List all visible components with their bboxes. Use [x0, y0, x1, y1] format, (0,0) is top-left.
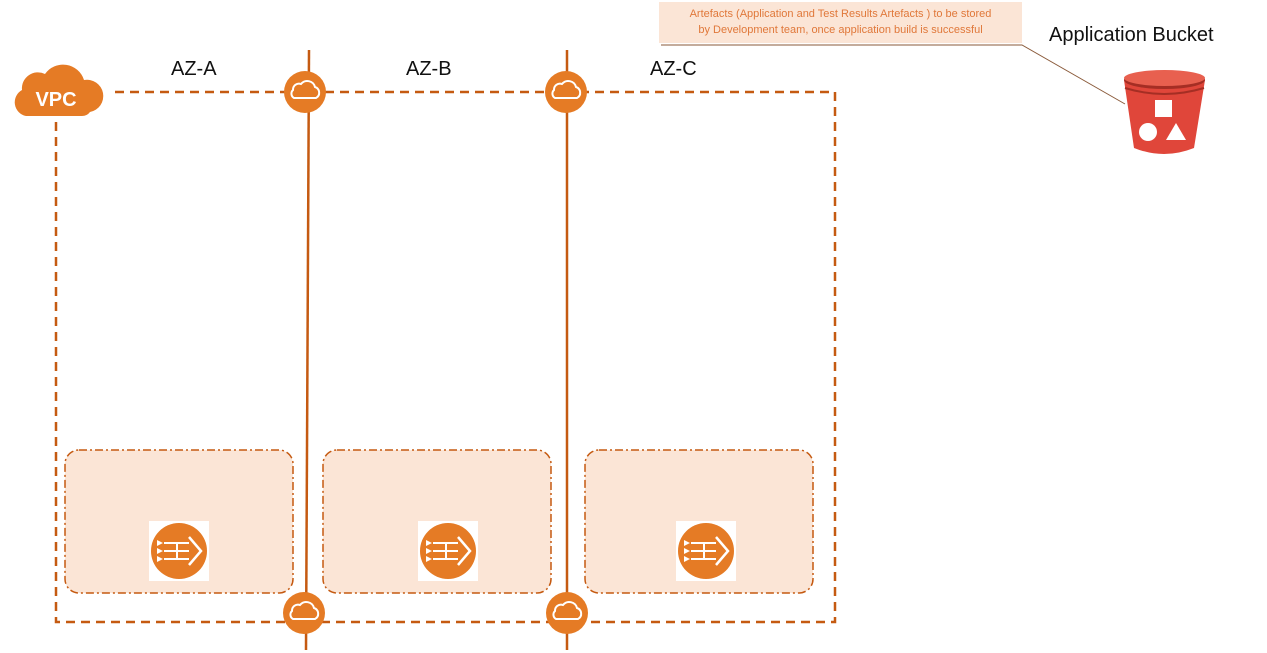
nat-gateway-icon [418, 521, 478, 581]
callout-connector [661, 44, 1126, 105]
vpc-cloud-icon: VPC [14, 64, 104, 116]
az-separator-ab [304, 49, 311, 651]
note-line-1: Artefacts (Application and Test Results … [689, 8, 992, 20]
nat-gateway-icon [676, 521, 736, 581]
az-a-label: AZ-A [171, 58, 217, 80]
nat-gateway-icon [149, 521, 209, 581]
cloud-icon [545, 71, 587, 113]
note-line-2: by Development team, once application bu… [698, 24, 983, 36]
vpc-label: VPC [35, 89, 76, 111]
cloud-icon [283, 592, 325, 634]
vpc-boundary [54, 90, 837, 624]
cloud-icon [546, 592, 588, 634]
cloud-icon [284, 71, 326, 113]
s3-bucket-icon [1124, 70, 1205, 154]
az-c-label: AZ-C [650, 58, 697, 80]
artefacts-note: Artefacts (Application and Test Results … [659, 2, 1022, 43]
bucket-title: Application Bucket [1049, 24, 1214, 46]
az-b-label: AZ-B [406, 58, 452, 80]
